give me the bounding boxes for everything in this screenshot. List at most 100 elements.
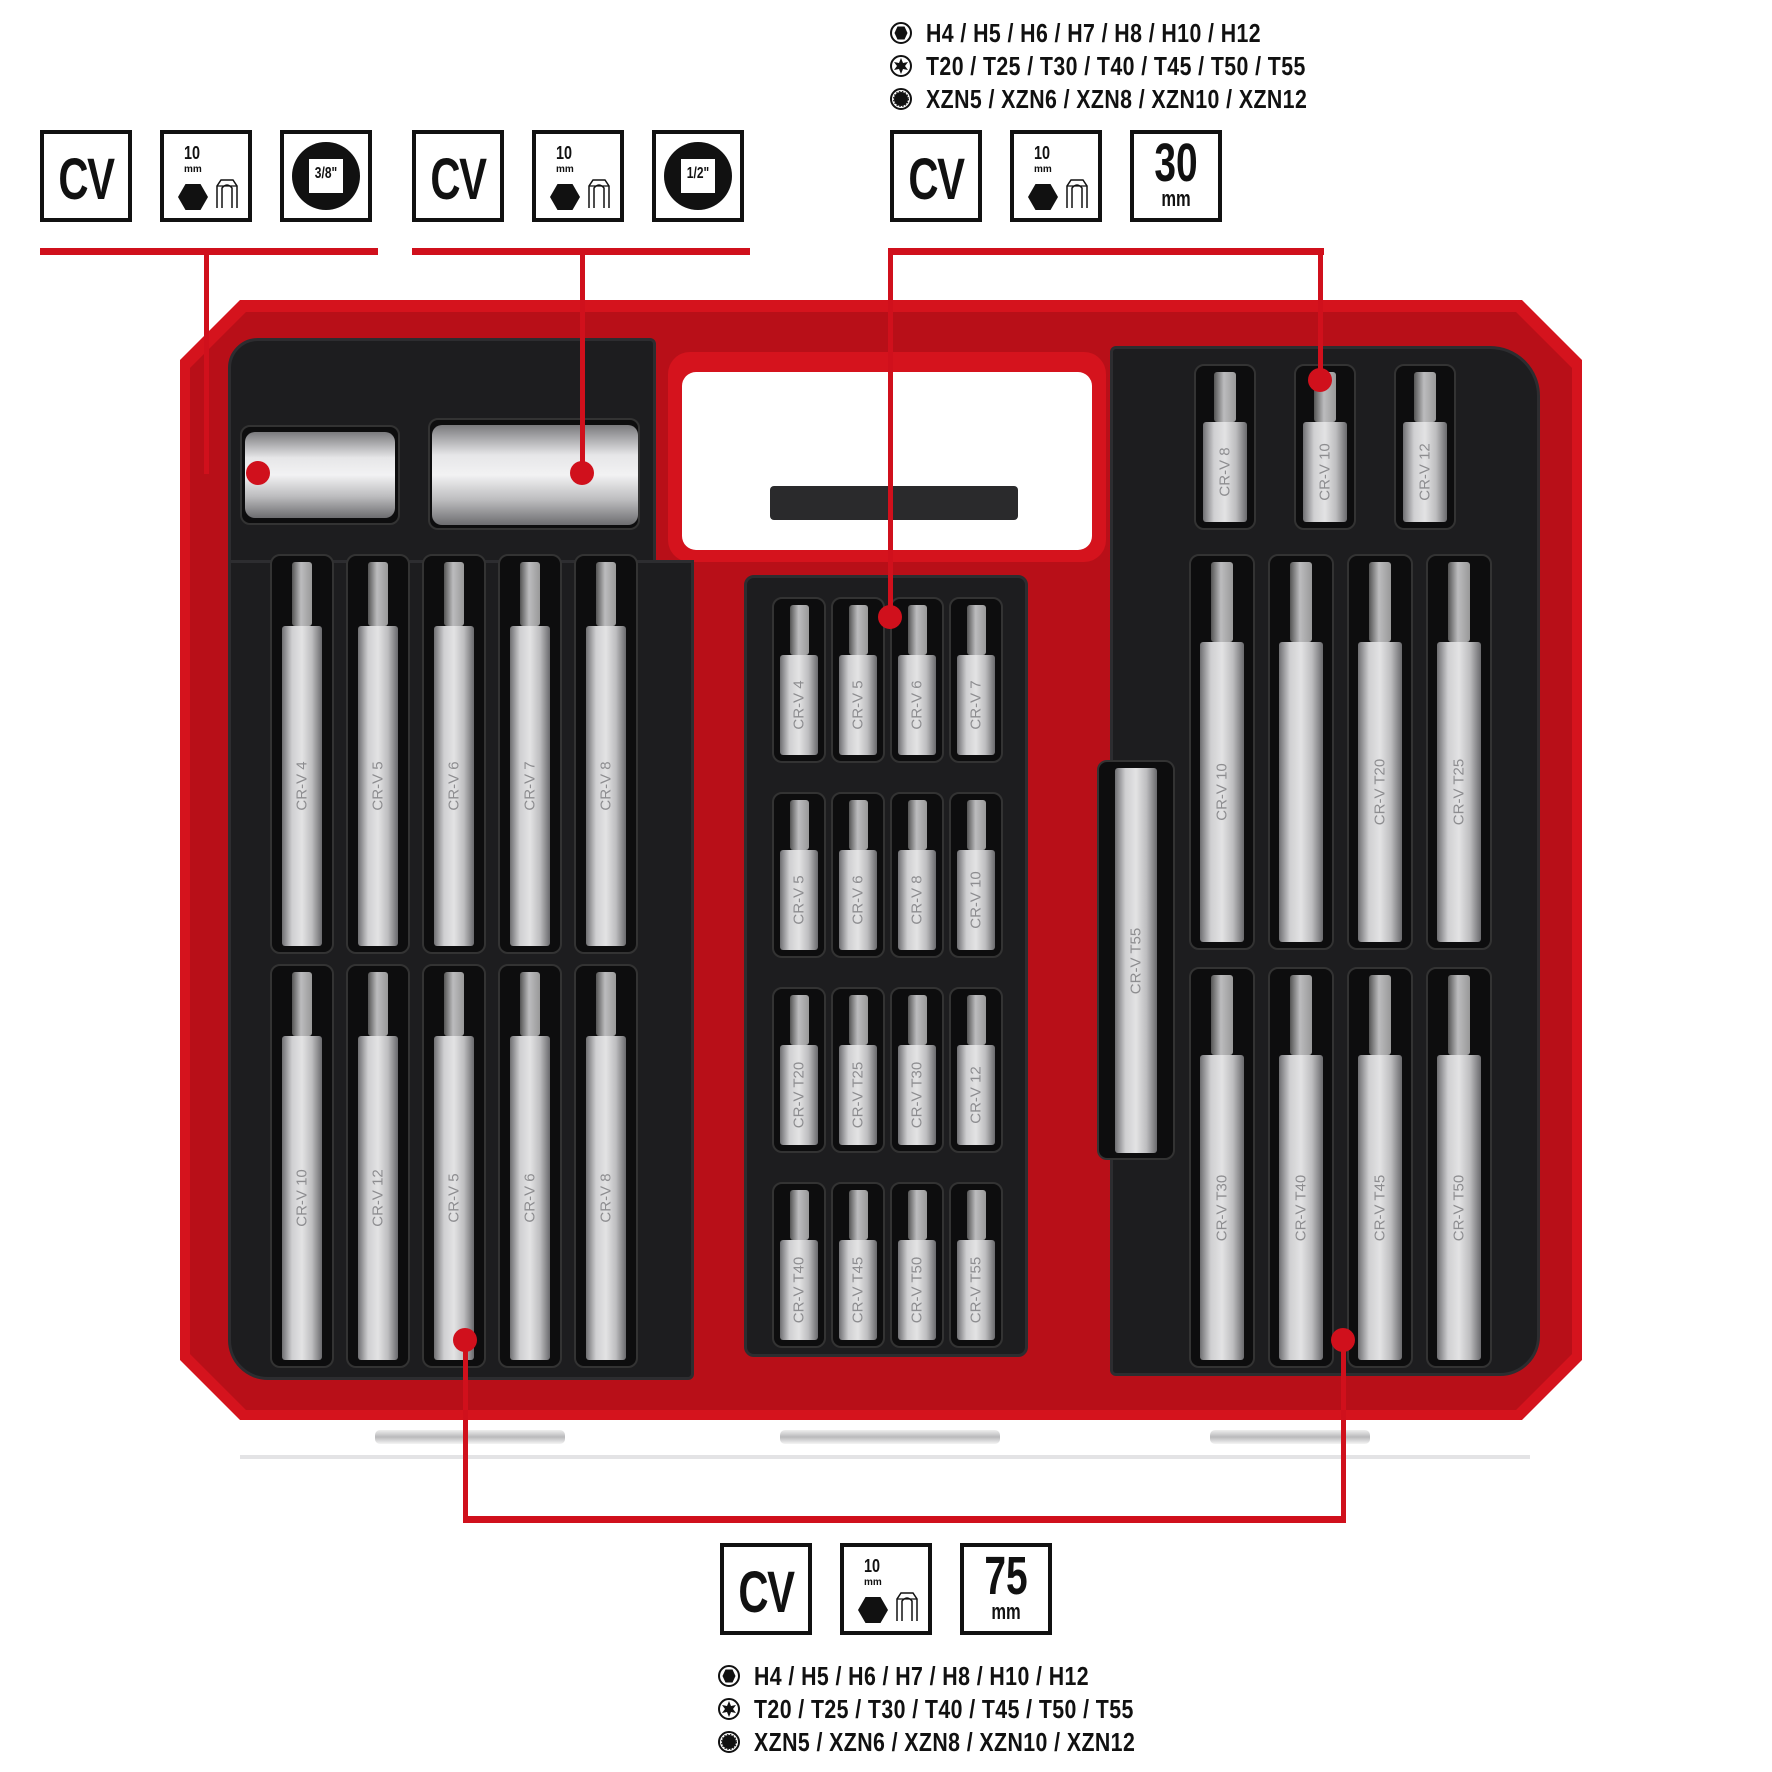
bit[interactable]: CR-V T50	[1437, 1055, 1481, 1360]
bit[interactable]: CR-V T50	[898, 1240, 936, 1340]
bit-label: CR-V 5	[849, 680, 867, 730]
bit[interactable]: CR-V T45	[839, 1240, 877, 1340]
spec-text: XZN5 / XZN6 / XZN8 / XZN10 / XZN12	[926, 83, 1308, 114]
socket-adapter-3-8[interactable]	[245, 432, 395, 518]
cv-material-icon-a: CV	[40, 130, 132, 222]
bit-label: CR-V 10	[293, 1169, 311, 1227]
bit-label: CR-V 6	[445, 761, 463, 811]
bit[interactable]: CR-V 6	[898, 655, 936, 755]
bit-tip	[1448, 975, 1470, 1055]
bit[interactable]: CR-V T30	[1200, 1055, 1244, 1360]
bit[interactable]: CR-V 7	[957, 655, 995, 755]
bit-tip	[966, 1190, 986, 1240]
bit-tip	[1448, 562, 1470, 642]
bit[interactable]: CR-V T25	[1437, 642, 1481, 942]
bit-tip	[789, 605, 809, 655]
hinge-middle	[780, 1430, 1000, 1444]
bit-tip	[292, 562, 312, 626]
bit-label: CR-V T45	[1371, 1174, 1389, 1241]
drive-size: 3/8"	[314, 165, 338, 182]
bit-tip	[520, 972, 540, 1036]
cv-material-icon-b: CV	[412, 130, 504, 222]
bit-label: CR-V T50	[908, 1256, 926, 1324]
bit-label: CR-V T40	[1292, 1174, 1310, 1241]
bit[interactable]: CR-V 6	[510, 1036, 550, 1360]
bit-tip	[444, 972, 464, 1036]
spec-text: XZN5 / XZN6 / XZN8 / XZN10 / XZN12	[754, 1726, 1136, 1757]
bit-label: CR-V T25	[849, 1061, 867, 1129]
hex-size: 10	[556, 143, 573, 163]
callout-line-a	[40, 248, 378, 255]
length-75mm-icon: 75 mm	[960, 1543, 1052, 1635]
bit-tip	[907, 995, 927, 1045]
drive-circle: 1/2"	[664, 142, 732, 210]
bit[interactable]	[1279, 642, 1323, 942]
bit[interactable]: CR-V 10	[282, 1036, 322, 1360]
spec-text: T20 / T25 / T30 / T40 / T45 / T50 / T55	[926, 50, 1306, 81]
bit-label: CR-V 6	[908, 680, 926, 730]
cv-material-icon-c: CV	[890, 130, 982, 222]
xzn-profile-icon	[890, 88, 912, 110]
bit[interactable]: CR-V T40	[1279, 1055, 1323, 1360]
spec-row-xzn: XZN5 / XZN6 / XZN8 / XZN10 / XZN12	[890, 84, 1391, 114]
bit-tip	[966, 995, 986, 1045]
bit[interactable]: CR-V 12	[1403, 422, 1447, 522]
cv-text: CV	[430, 147, 487, 212]
bit[interactable]: CR-V T40	[780, 1240, 818, 1340]
bit-tip	[907, 800, 927, 850]
bit-tip	[789, 995, 809, 1045]
bit[interactable]: CR-V 12	[957, 1045, 995, 1145]
bit[interactable]: CR-V T45	[1358, 1055, 1402, 1360]
bit-tip	[907, 605, 927, 655]
bit-tip	[596, 562, 616, 626]
bit[interactable]: CR-V 8	[586, 626, 626, 946]
bit-label: CR-V 7	[521, 761, 539, 811]
bit[interactable]: CR-V 6	[434, 626, 474, 946]
bit[interactable]: CR-V T20	[1358, 642, 1402, 942]
callout-bottom-left-leg	[463, 1340, 468, 1522]
bit-label: CR-V T50	[1450, 1174, 1468, 1241]
bit-tip	[368, 972, 388, 1036]
bit-tip	[789, 1190, 809, 1240]
torx-profile-icon	[890, 55, 912, 77]
bit[interactable]: CR-V 8	[898, 850, 936, 950]
hex-unit: mm	[556, 164, 574, 175]
bit-label: CR-V 12	[967, 1066, 985, 1124]
bit-t55-long[interactable]: CR-V T55	[1115, 768, 1157, 1153]
bit[interactable]: CR-V 8	[1203, 422, 1247, 522]
drive-circle: 3/8"	[292, 142, 360, 210]
bit-label: CR-V T55	[1127, 927, 1145, 994]
callout-bracket-top	[888, 248, 1324, 255]
bit-label: CR-V 8	[597, 761, 615, 811]
bit[interactable]: CR-V 5	[839, 655, 877, 755]
callout-line-b	[412, 248, 750, 255]
bit[interactable]: CR-V 6	[839, 850, 877, 950]
bit[interactable]: CR-V 4	[282, 626, 322, 946]
bit-label: CR-V 5	[369, 761, 387, 811]
callout-leg-b-over-case	[580, 300, 585, 474]
bit-label: CR-V 7	[967, 680, 985, 730]
bit-label: CR-V 6	[521, 1173, 539, 1223]
bit[interactable]: CR-V 4	[780, 655, 818, 755]
bit-label: CR-V T45	[849, 1256, 867, 1324]
bit[interactable]: CR-V 5	[780, 850, 818, 950]
bit[interactable]: CR-V T25	[839, 1045, 877, 1145]
bit[interactable]: CR-V 10	[1303, 422, 1347, 522]
bit[interactable]: CR-V 5	[434, 1036, 474, 1360]
bit-profile-icon	[216, 179, 238, 208]
bit[interactable]: CR-V 10	[1200, 642, 1244, 942]
bit[interactable]: CR-V 7	[510, 626, 550, 946]
spec-row-hex: H4 / H5 / H6 / H7 / H8 / H10 / H12	[890, 18, 1335, 48]
bit[interactable]: CR-V 12	[358, 1036, 398, 1360]
bit[interactable]: CR-V 10	[957, 850, 995, 950]
bit-tip	[1214, 372, 1236, 422]
bit[interactable]: CR-V T30	[898, 1045, 936, 1145]
callout-bottom-right-leg	[1341, 1340, 1346, 1522]
bit[interactable]: CR-V 8	[586, 1036, 626, 1360]
socket-adapter-1-2[interactable]	[432, 425, 638, 525]
bit[interactable]: CR-V 5	[358, 626, 398, 946]
case-latch[interactable]	[770, 486, 1018, 520]
bit[interactable]: CR-V T55	[957, 1240, 995, 1340]
spec-row-xzn: XZN5 / XZN6 / XZN8 / XZN10 / XZN12	[718, 1727, 1219, 1757]
bit[interactable]: CR-V T20	[780, 1045, 818, 1145]
